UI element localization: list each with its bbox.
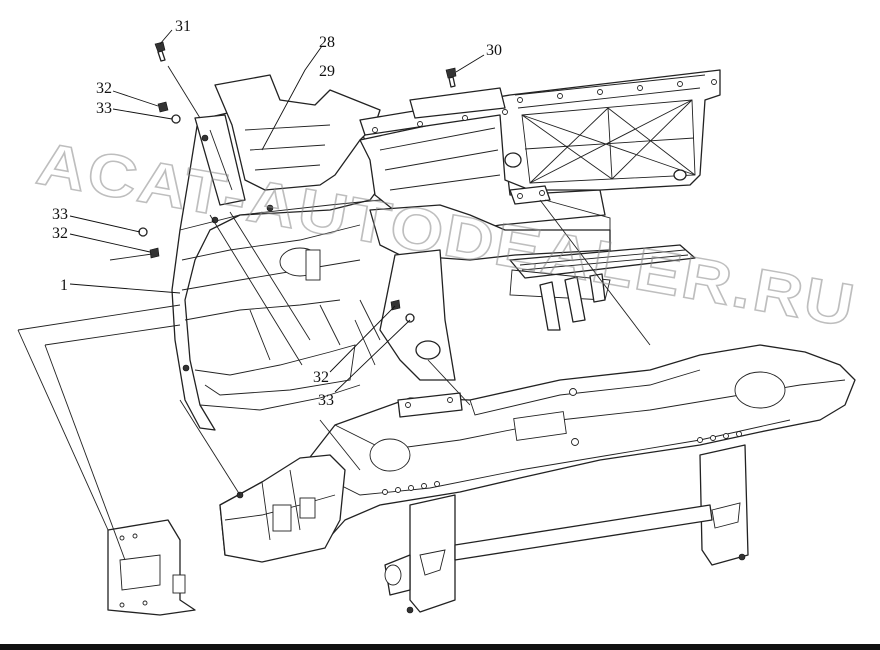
grille-lower-bracket [509, 185, 611, 240]
left-mounting-bracket [107, 519, 196, 616]
fasteners [138, 41, 746, 614]
callout-29: 29 [319, 63, 335, 80]
bottom-border [0, 644, 880, 650]
center-mount-bracket [397, 392, 463, 418]
frame-lower-brackets [384, 444, 749, 613]
callout-32-top: 32 [96, 80, 112, 97]
callout-33-left: 33 [52, 206, 68, 223]
front-bumper-shell [171, 74, 471, 431]
callout-32-left: 32 [52, 225, 68, 242]
callout-33-top: 33 [96, 100, 112, 117]
callout-labels: 31 28 29 30 32 33 33 32 1 32 33 [52, 18, 502, 409]
step-plate [509, 244, 696, 331]
top-grille-panel [359, 69, 721, 191]
callout-32-bottom: 32 [313, 369, 329, 386]
frame-left-member [219, 454, 346, 563]
callout-31: 31 [175, 18, 191, 35]
callout-33-bottom: 33 [318, 392, 334, 409]
callout-28: 28 [319, 34, 335, 51]
callout-leaders [69, 29, 485, 393]
callout-30: 30 [486, 42, 502, 59]
callout-1: 1 [60, 277, 68, 294]
frame-crossmember [219, 344, 856, 561]
assembly-guide-lines [17, 65, 651, 561]
